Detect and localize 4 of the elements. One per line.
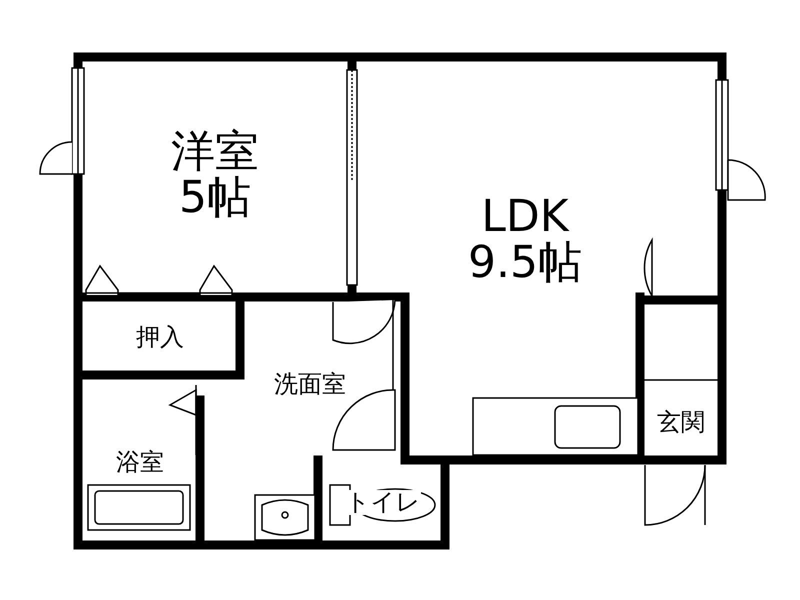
room-name: 浴室 (116, 450, 164, 476)
room-name: 押入 (136, 324, 184, 350)
room-name: 洗面室 (274, 372, 346, 398)
room-name: 玄関 (657, 410, 705, 436)
